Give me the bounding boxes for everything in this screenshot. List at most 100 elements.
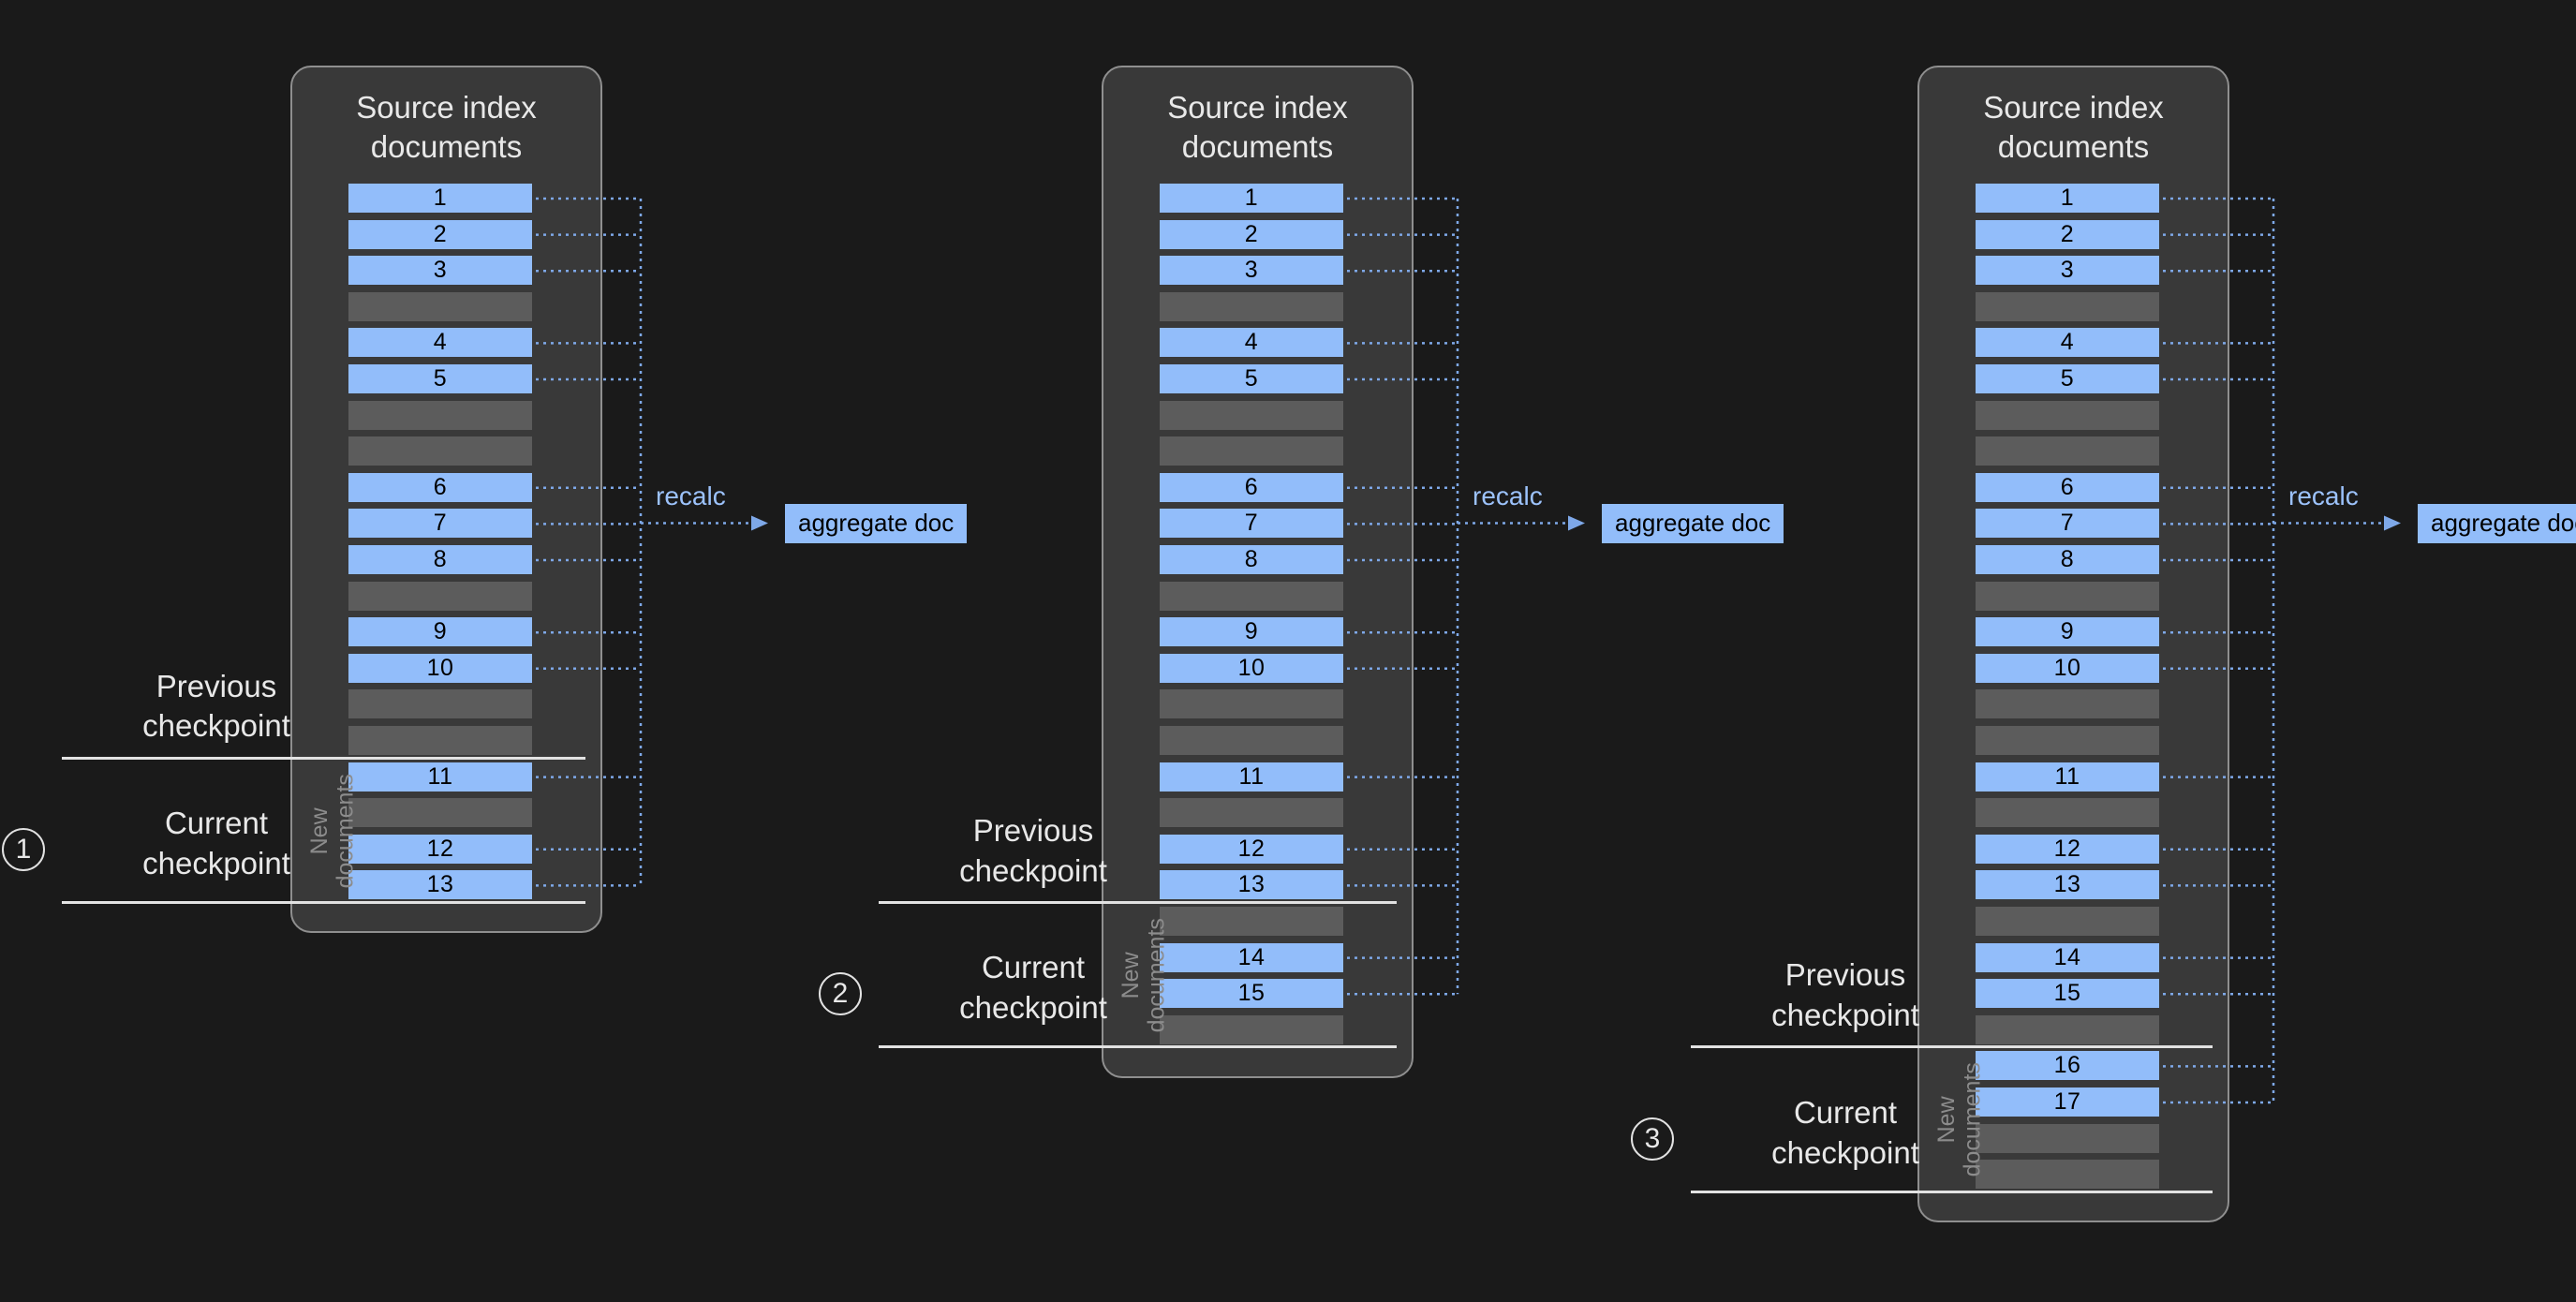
document-row: 14 xyxy=(1160,942,1343,972)
document-row: 11 xyxy=(1976,762,2159,792)
document-row: 5 xyxy=(348,364,532,393)
previous-checkpoint-label: Previous checkpoint xyxy=(959,813,1107,888)
document-row: 1 xyxy=(1160,184,1343,213)
document-row: 2 xyxy=(1976,219,2159,249)
empty-row xyxy=(1160,291,1343,321)
aggregate-doc-box: aggregate doc xyxy=(1602,504,1784,543)
empty-row xyxy=(1976,1160,2159,1190)
current-checkpoint-label: Current checkpoint xyxy=(142,806,290,880)
document-row: 2 xyxy=(1160,219,1343,249)
empty-row xyxy=(348,581,532,611)
empty-row xyxy=(1976,689,2159,719)
document-row: 15 xyxy=(1160,979,1343,1009)
empty-row xyxy=(348,689,532,719)
document-row: 15 xyxy=(1976,979,2159,1009)
empty-row xyxy=(1976,581,2159,611)
previous-checkpoint-rule xyxy=(62,756,585,760)
document-row: 9 xyxy=(1976,617,2159,647)
panel-title: Source index documents xyxy=(1983,90,2164,165)
step-number-badge-3: 3 xyxy=(1631,1117,1674,1161)
empty-row xyxy=(1160,726,1343,755)
previous-checkpoint-label: Previous checkpoint xyxy=(1771,957,1919,1033)
step-number-badge-2: 2 xyxy=(819,972,862,1016)
empty-row xyxy=(1976,798,2159,828)
current-checkpoint-rule xyxy=(1691,1190,2213,1193)
document-row: 7 xyxy=(1160,509,1343,539)
recalc-label: recalc xyxy=(1473,481,1543,510)
new-documents-label: New documents xyxy=(1118,918,1170,1033)
document-row: 2 xyxy=(348,219,532,249)
document-row: 7 xyxy=(348,509,532,539)
document-row: 12 xyxy=(1976,834,2159,864)
empty-row xyxy=(348,400,532,430)
recalc-connector-lines xyxy=(2163,197,2401,1103)
document-row: 9 xyxy=(348,617,532,647)
document-row: 3 xyxy=(1976,256,2159,286)
current-checkpoint-label: Current checkpoint xyxy=(1771,1094,1919,1170)
empty-row xyxy=(1160,907,1343,936)
current-checkpoint-rule xyxy=(879,1045,1397,1049)
empty-row xyxy=(1976,291,2159,321)
panel-title: Source index documents xyxy=(356,90,537,165)
recalc-label: recalc xyxy=(656,481,726,510)
previous-checkpoint-rule xyxy=(1691,1045,2213,1049)
recalc-connector-lines xyxy=(1347,197,1585,995)
current-checkpoint-label: Current checkpoint xyxy=(959,950,1107,1026)
document-row: 8 xyxy=(1160,545,1343,574)
new-documents-label: New documents xyxy=(1933,1062,1986,1177)
document-row: 1 xyxy=(1976,184,2159,213)
aggregate-doc-box: aggregate doc xyxy=(2418,504,2576,543)
document-row: 11 xyxy=(348,762,532,792)
document-row: 8 xyxy=(348,545,532,574)
document-row: 13 xyxy=(1160,870,1343,900)
previous-checkpoint-rule xyxy=(879,901,1397,904)
empty-row xyxy=(348,436,532,466)
document-row: 4 xyxy=(1160,328,1343,358)
current-checkpoint-rule xyxy=(62,901,585,904)
previous-checkpoint-label: Previous checkpoint xyxy=(142,668,290,744)
document-row: 17 xyxy=(1976,1087,2159,1117)
document-row: 10 xyxy=(1976,653,2159,683)
document-row: 12 xyxy=(1160,834,1343,864)
panel-title: Source index documents xyxy=(1167,90,1348,165)
document-row: 1 xyxy=(348,184,532,213)
document-row: 3 xyxy=(348,256,532,286)
document-row: 10 xyxy=(348,653,532,683)
empty-row xyxy=(1976,1014,2159,1044)
document-row: 8 xyxy=(1976,545,2159,574)
document-row: 4 xyxy=(1976,328,2159,358)
document-row: 6 xyxy=(1976,472,2159,502)
empty-row xyxy=(1160,400,1343,430)
recalc-connector-lines xyxy=(536,197,768,887)
empty-row xyxy=(1160,798,1343,828)
document-row: 7 xyxy=(1976,509,2159,539)
empty-row xyxy=(348,291,532,321)
empty-row xyxy=(1160,436,1343,466)
document-row: 5 xyxy=(1976,364,2159,393)
empty-row xyxy=(1160,1014,1343,1044)
new-documents-label: New documents xyxy=(306,773,359,888)
document-row: 6 xyxy=(1160,472,1343,502)
empty-row xyxy=(1976,726,2159,755)
empty-row xyxy=(1976,436,2159,466)
document-row: 4 xyxy=(348,328,532,358)
empty-row xyxy=(1976,400,2159,430)
document-row: 12 xyxy=(348,834,532,864)
document-row: 6 xyxy=(348,472,532,502)
empty-row xyxy=(1976,1123,2159,1153)
empty-row xyxy=(348,798,532,828)
document-row: 3 xyxy=(1160,256,1343,286)
empty-row xyxy=(348,726,532,755)
empty-row xyxy=(1160,581,1343,611)
empty-row xyxy=(1160,689,1343,719)
aggregate-doc-box: aggregate doc xyxy=(785,504,968,543)
step-number-badge-1: 1 xyxy=(2,828,45,871)
empty-row xyxy=(1976,907,2159,936)
document-row: 11 xyxy=(1160,762,1343,792)
document-row: 13 xyxy=(348,870,532,900)
document-row: 9 xyxy=(1160,617,1343,647)
document-row: 13 xyxy=(1976,870,2159,900)
recalc-label: recalc xyxy=(2288,481,2359,510)
document-row: 10 xyxy=(1160,653,1343,683)
